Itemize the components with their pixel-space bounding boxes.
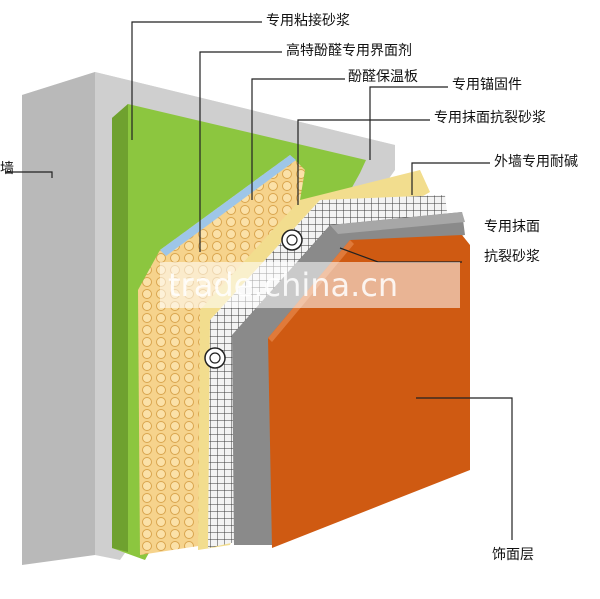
anchor-icon — [204, 347, 226, 369]
leader-board — [251, 78, 345, 200]
leader-mesh — [411, 162, 490, 195]
label-anchor: 专用锚固件 — [452, 77, 522, 93]
leader-adhesive — [131, 21, 262, 140]
leader-base-wall — [5, 171, 53, 178]
label-crack-resistant-mortar: 专用抹面抗裂砂浆 — [434, 110, 546, 126]
label-adhesive-mortar: 专用粘接砂浆 — [266, 13, 350, 29]
finish-layer — [268, 235, 470, 548]
base-wall — [22, 72, 95, 565]
label-finish-layer: 饰面层 — [492, 547, 534, 563]
plaster-layer-top — [330, 212, 465, 234]
leader-anchor — [369, 86, 448, 160]
anchor-icon — [281, 229, 303, 251]
leader-crack-mortar — [297, 119, 430, 205]
watermark: trade.china.cn — [168, 266, 399, 304]
leader-lines — [5, 21, 513, 540]
label-plaster-line1: 专用抹面 — [484, 219, 540, 235]
leader-finish — [416, 397, 513, 540]
label-alkali-mesh: 外墙专用耐碱 — [494, 154, 578, 170]
leader-interface — [199, 51, 282, 252]
adhesive-mortar-side — [112, 104, 128, 552]
watermark-band — [160, 262, 460, 308]
label-plaster-line2: 抗裂砂浆 — [484, 249, 540, 265]
label-phenolic-board: 酚醛保温板 — [348, 69, 418, 85]
interface-agent-layer — [160, 155, 296, 256]
label-base-wall: 墙 — [0, 161, 14, 177]
label-interface-agent: 高特酚醛专用界面剂 — [286, 43, 412, 59]
